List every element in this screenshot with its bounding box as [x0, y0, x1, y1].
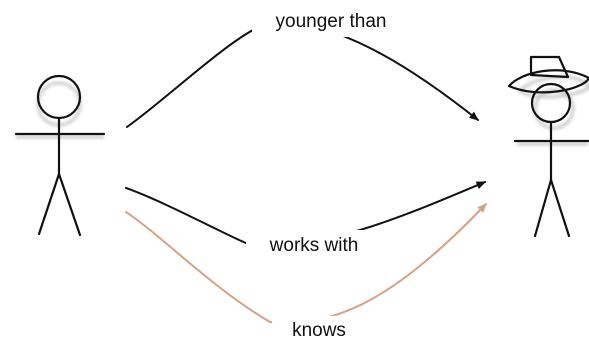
edge-label-background	[252, 6, 411, 37]
edge-label-background	[246, 230, 383, 262]
cowboy-stick-figure-icon	[507, 55, 589, 238]
legs	[533, 178, 571, 238]
stick-figure-icon	[14, 74, 106, 237]
cowboy-hat-icon	[507, 55, 589, 94]
edge-younger-than	[126, 21, 479, 128]
edge-knows	[125, 203, 487, 324]
edge-label-text: knows	[292, 320, 346, 341]
legs	[37, 172, 82, 237]
edge-label-younger-than: younger than	[252, 6, 411, 37]
edge-label-works-with: works with	[246, 230, 383, 262]
cowboy-figure-shadow	[517, 75, 589, 146]
edge-label-text: younger than	[276, 11, 387, 32]
edge-label-background	[272, 316, 366, 345]
edge-label-knows: knows	[272, 316, 366, 345]
edge-label-text: works with	[269, 235, 359, 256]
